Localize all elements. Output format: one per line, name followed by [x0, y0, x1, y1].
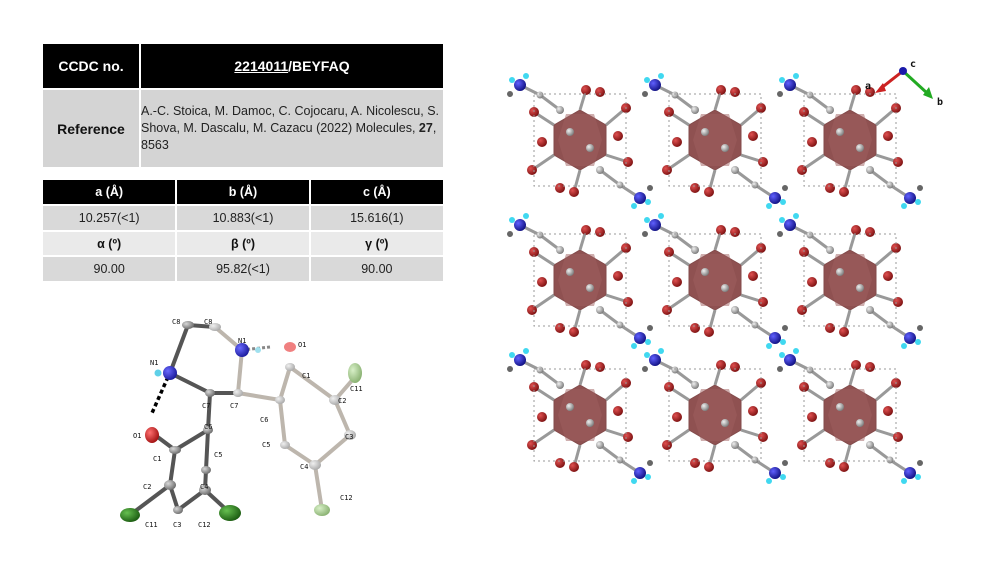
label-c3b: C3	[345, 433, 353, 441]
atom-n1b	[235, 343, 249, 357]
label-c7b: C7	[230, 402, 238, 410]
label-c12a: C12	[198, 521, 211, 529]
cell-header-row-1: a (Å) b (Å) c (Å)	[43, 180, 443, 205]
label-c5a: C5	[214, 451, 222, 459]
crystal-packing-figure: a b c	[505, 59, 943, 486]
label-c3a: C3	[173, 521, 181, 529]
axis-label-c: c	[910, 59, 916, 70]
label-c8b: C8	[204, 318, 212, 326]
atom-n1a	[163, 366, 177, 380]
reference-text: A.-C. Stoica, M. Damoc, C. Cojocaru, A. …	[141, 104, 440, 152]
label-c2b: C2	[338, 397, 346, 405]
reference-label: Reference	[43, 89, 141, 167]
hydrogen-bond	[150, 376, 170, 414]
molecular-structure-figure: C8 C8 N1 N1 O1 O1 C1 C1 C7 C7 C6 C6 C5 C…	[120, 318, 363, 529]
axes-indicator: a b c	[865, 59, 943, 108]
label-c4b: C4	[300, 463, 308, 471]
label-c1a: C1	[153, 455, 161, 463]
header-gamma: γ (º)	[309, 231, 443, 256]
atom-o1a	[145, 427, 159, 443]
axis-label-a: a	[865, 81, 871, 92]
cell-value-row-1: 10.257(<1) 10.883(<1) 15.616(1)	[43, 205, 443, 231]
value-gamma: 90.00	[309, 256, 443, 282]
atom-cl11b	[348, 363, 362, 383]
unit-cell-table: a (Å) b (Å) c (Å) 10.257(<1) 10.883(<1) …	[43, 180, 443, 283]
label-c11a: C11	[145, 521, 158, 529]
header-beta: β (º)	[176, 231, 311, 256]
ccdc-row: CCDC no. 2214011/BEYFAQ	[43, 44, 443, 89]
value-beta: 95.82(<1)	[176, 256, 311, 282]
label-c6b: C6	[260, 416, 268, 424]
label-n1a: N1	[150, 359, 158, 367]
atom-cl12b	[314, 504, 330, 516]
value-c: 15.616(1)	[309, 205, 443, 231]
ccdc-number-link[interactable]: 2214011	[234, 58, 289, 74]
label-c5b: C5	[262, 441, 270, 449]
label-c6a: C6	[204, 423, 212, 431]
reference-row: Reference A.-C. Stoica, M. Damoc, C. Coj…	[43, 89, 443, 167]
reference-pages: , 8563	[141, 121, 437, 152]
packing-row-1	[505, 71, 925, 211]
packing-row-3	[505, 346, 925, 486]
ccdc-code: /BEYFAQ	[288, 58, 350, 74]
atom-cl11a	[120, 508, 140, 522]
packing-row-2	[505, 211, 925, 351]
axis-label-b: b	[937, 97, 943, 108]
cell-value-row-2: 90.00 95.82(<1) 90.00	[43, 256, 443, 282]
atom-o1b	[284, 342, 296, 352]
crystal-info-table: CCDC no. 2214011/BEYFAQ Reference A.-C. …	[43, 44, 443, 167]
header-c: c (Å)	[309, 180, 443, 205]
atom-c8a	[182, 321, 194, 329]
value-alpha: 90.00	[43, 256, 178, 282]
label-c1b: C1	[302, 372, 310, 380]
ccdc-label: CCDC no.	[43, 44, 141, 89]
atom-cl12a	[219, 505, 241, 521]
atom-c8b	[209, 323, 221, 331]
label-o1b: O1	[298, 341, 306, 349]
header-a: a (Å)	[43, 180, 178, 205]
reference-volume: 27	[418, 121, 433, 135]
cell-header-row-2: α (º) β (º) γ (º)	[43, 231, 443, 256]
header-alpha: α (º)	[43, 231, 178, 256]
header-b: b (Å)	[176, 180, 311, 205]
label-c11b: C11	[350, 385, 363, 393]
label-o1a: O1	[133, 432, 141, 440]
label-c12b: C12	[340, 494, 353, 502]
value-a: 10.257(<1)	[43, 205, 178, 231]
label-c7a: C7	[202, 402, 210, 410]
bonds-molecule-b	[213, 325, 357, 512]
label-n1b: N1	[238, 337, 246, 345]
label-c8a: C8	[172, 318, 180, 326]
label-c4a: C4	[200, 483, 208, 491]
value-b: 10.883(<1)	[176, 205, 311, 231]
label-c2a: C2	[143, 483, 151, 491]
ccdc-value: 2214011/BEYFAQ	[140, 44, 443, 89]
